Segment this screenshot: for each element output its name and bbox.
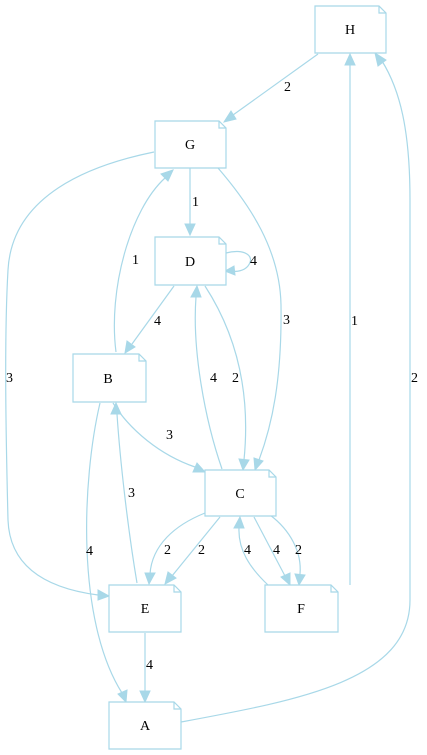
edge-label-e-a: 4 [146,658,153,673]
node-label-a: A [140,719,151,734]
edge-label-b-a: 4 [86,544,93,559]
node-d: D [154,236,227,286]
edge-label-e-b: 3 [128,486,135,501]
edge-label-f-h: 1 [351,314,358,329]
edge-g-c: 3 [217,167,290,472]
edge-c-e-1: 2 [144,512,206,586]
node-h: H [314,5,387,54]
node-c: C [204,469,277,517]
edge-label-b-g: 1 [132,253,139,268]
edge-label-d-b: 4 [154,314,161,329]
edge-f-c: 4 [233,515,269,586]
edge-label-c-f-2: 2 [295,543,302,558]
edge-d-d: 4 [223,250,257,276]
node-label-h: H [345,23,355,38]
edge-c-f-1: 4 [253,516,291,587]
edge-h-g: 2 [222,53,319,123]
edge-g-d: 1 [184,168,199,237]
edge-label-d-d: 4 [250,254,257,269]
edge-b-a: 4 [86,402,128,704]
node-g: G [154,120,227,169]
edge-label-f-c: 4 [244,543,251,558]
node-f: F [264,584,339,633]
node-e: E [108,584,182,633]
edge-d-b: 4 [124,285,175,354]
edge-label-c-e-1: 2 [164,543,171,558]
edge-c-d: 4 [190,284,223,470]
node-label-d: D [185,255,195,270]
node-label-g: G [185,138,195,153]
edge-b-c: 3 [112,402,207,473]
edge-f-h: 1 [344,52,358,585]
edge-label-d-c: 2 [232,371,239,386]
edge-d-c: 2 [204,285,250,472]
edge-c-f-2: 2 [269,514,306,587]
edge-label-g-c: 3 [283,313,290,328]
edge-label-a-h: 2 [411,371,418,386]
node-b: B [72,353,147,403]
edge-label-c-e-2: 2 [198,543,205,558]
edge-c-e-2: 2 [164,516,221,585]
edge-label-g-d: 1 [192,195,199,210]
edge-label-g-e: 3 [6,371,13,386]
node-label-c: C [235,487,244,502]
edge-label-h-g: 2 [284,80,291,95]
edge-e-a: 4 [139,633,153,704]
node-label-b: B [103,372,112,387]
edge-a-h: 2 [180,51,418,723]
edge-e-b: 3 [110,401,138,584]
edge-label-c-f-1: 4 [273,543,280,558]
node-a: A [108,701,182,750]
node-label-e: E [141,602,150,617]
edge-g-e: 3 [5,151,155,601]
edge-label-b-c: 3 [166,428,173,443]
edge-label-c-d: 4 [210,371,217,386]
edge-b-g: 1 [113,169,174,353]
node-label-f: F [297,602,305,617]
